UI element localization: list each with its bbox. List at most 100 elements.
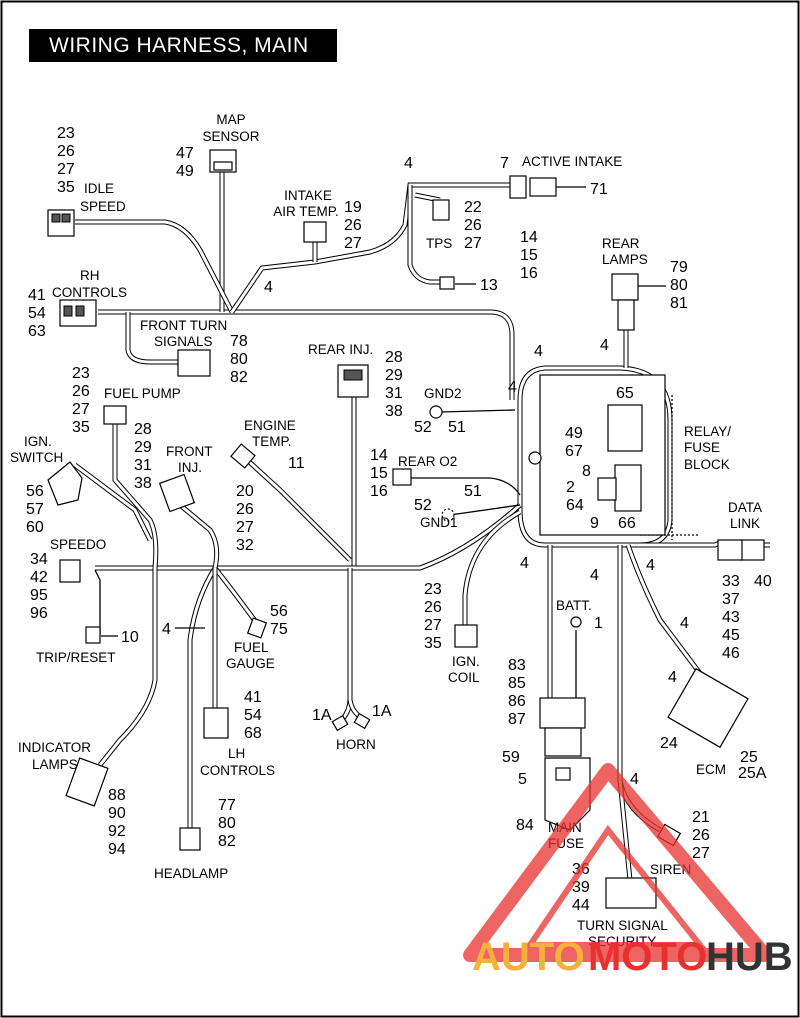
intake-air-temp-connector: [303, 221, 327, 243]
callout-ind-2: 90: [108, 805, 126, 822]
callout-gnd2-1: 52: [414, 419, 432, 436]
rear-lamps-connector: [611, 273, 639, 331]
callout-mf-2: 85: [508, 675, 526, 692]
label-rh-controls-1: RH: [80, 268, 100, 283]
callout-4-lower-c: 4: [646, 557, 655, 574]
map-sensor-connector: [209, 149, 237, 173]
callout-tps-1: 22: [464, 199, 482, 216]
relay-fuse-block: [528, 374, 666, 536]
callout-rh-3: 63: [28, 323, 46, 340]
callout-dl-5: 46: [722, 645, 740, 662]
label-active-intake: ACTIVE INTAKE: [522, 154, 622, 169]
label-engine-temp-1: ENGINE: [244, 418, 296, 433]
callout-40: 40: [754, 573, 772, 590]
callout-tps-2: 26: [464, 217, 482, 234]
callout-fi-1: 28: [134, 421, 152, 438]
callout-rear-lamps-2: 80: [670, 277, 688, 294]
callout-rear-inj-2: 29: [385, 367, 403, 384]
label-idle-speed-2: SPEED: [80, 199, 126, 214]
active-intake-connector: [509, 175, 557, 199]
callout-idle-speed-4: 35: [57, 179, 75, 196]
rear-o2-connector: [392, 468, 412, 486]
callout-idle-speed-2: 26: [57, 143, 75, 160]
callout-tps-3: 27: [464, 235, 482, 252]
label-tps: TPS: [426, 236, 452, 251]
callout-lh-1: 41: [244, 689, 262, 706]
headlamp-connector: [179, 827, 201, 851]
gnd1-ring-terminal: [441, 508, 455, 522]
callout-relay-65: 65: [616, 385, 634, 402]
callout-ecm-25: 25: [740, 749, 758, 766]
callout-gnd1-2: 51: [464, 483, 482, 500]
callout-gnd1-1: 52: [414, 497, 432, 514]
label-intake-air-temp-1: INTAKE: [284, 188, 332, 203]
fuel-gauge-connector: [246, 617, 268, 639]
label-front-inj-2: INJ.: [178, 460, 202, 475]
callout-hl-1: 77: [218, 797, 236, 814]
callout-fp-1: 23: [72, 365, 90, 382]
callout-siren-2: 26: [692, 827, 710, 844]
callout-horn-1: 1A: [312, 707, 332, 724]
label-front-inj-1: FRONT: [166, 444, 213, 459]
label-idle-speed-1: IDLE: [84, 181, 114, 196]
horn-terminals: [331, 712, 371, 732]
callout-fts-1: 78: [230, 333, 248, 350]
callout-relay-2: 2: [566, 479, 575, 496]
callout-relay-49: 49: [565, 425, 583, 442]
callout-map-sensor-1: 47: [176, 145, 194, 162]
callout-ecm-25a: 25A: [738, 765, 767, 782]
callout-4-left-mid: 4: [162, 621, 171, 638]
callout-fp-3: 27: [72, 401, 90, 418]
callout-ecm-24: 24: [660, 735, 678, 752]
fuel-pump-connector: [103, 405, 127, 425]
callout-relay-8: 8: [582, 463, 591, 480]
callout-coil-1: 23: [424, 581, 442, 598]
callout-4-ecm-a: 4: [680, 615, 689, 632]
callout-speedo-4: 96: [30, 605, 48, 622]
callout-ai-lower-1: 14: [520, 229, 538, 246]
callout-7: 7: [500, 155, 509, 172]
callout-rear-inj-3: 31: [385, 385, 403, 402]
callout-4-lower-a: 4: [520, 555, 529, 572]
callout-tss-3: 44: [572, 897, 590, 914]
callout-4-relay-c: 4: [508, 379, 517, 396]
callout-rear-lamps-3: 81: [670, 295, 688, 312]
callout-lh-3: 68: [244, 725, 262, 742]
label-trip-reset: TRIP/RESET: [36, 650, 116, 665]
label-horn: HORN: [336, 737, 376, 752]
callout-4-lower-b: 4: [590, 567, 599, 584]
callout-fi-4: 38: [134, 475, 152, 492]
callout-rear-lamps-1: 79: [670, 259, 688, 276]
callout-rear-inj-4: 38: [385, 403, 403, 420]
watermark-text-b: MOTO: [588, 935, 707, 979]
label-ign-coil-2: COIL: [448, 670, 480, 685]
callout-mf-3: 86: [508, 693, 526, 710]
label-relay-1: RELAY/: [684, 424, 731, 439]
label-tss-1: TURN SIGNAL: [577, 918, 668, 933]
callout-fts-2: 80: [230, 351, 248, 368]
callout-relay-9: 9: [590, 515, 599, 532]
callout-71: 71: [590, 181, 608, 198]
ecm-module: [667, 667, 749, 749]
indicator-lamps-connector: [65, 757, 109, 807]
callout-et-4: 32: [236, 537, 254, 554]
callout-ai-lower-2: 15: [520, 247, 538, 264]
callout-map-sensor-2: 49: [176, 163, 194, 180]
label-relay-2: FUSE: [684, 440, 720, 455]
labels: MAP SENSOR 47 49 23 26 27 35 IDLE SPEED …: [10, 112, 772, 949]
callout-rh-2: 54: [28, 305, 46, 322]
title-bar: WIRING HARNESS, MAIN: [29, 29, 337, 62]
callout-tss-2: 39: [572, 879, 590, 896]
label-lh-controls-2: CONTROLS: [200, 763, 275, 778]
callout-iat-3: 27: [344, 235, 362, 252]
label-indicator-2: LAMPS: [32, 757, 78, 772]
callout-4-top: 4: [404, 155, 413, 172]
callout-batt: 1: [594, 615, 603, 632]
label-gnd2: GND2: [424, 386, 462, 401]
callout-13: 13: [480, 277, 498, 294]
callout-4-relay-a: 4: [534, 343, 543, 360]
callout-speedo-1: 34: [30, 551, 48, 568]
callout-ro2-3: 16: [370, 483, 388, 500]
callout-ign-1: 56: [26, 483, 44, 500]
